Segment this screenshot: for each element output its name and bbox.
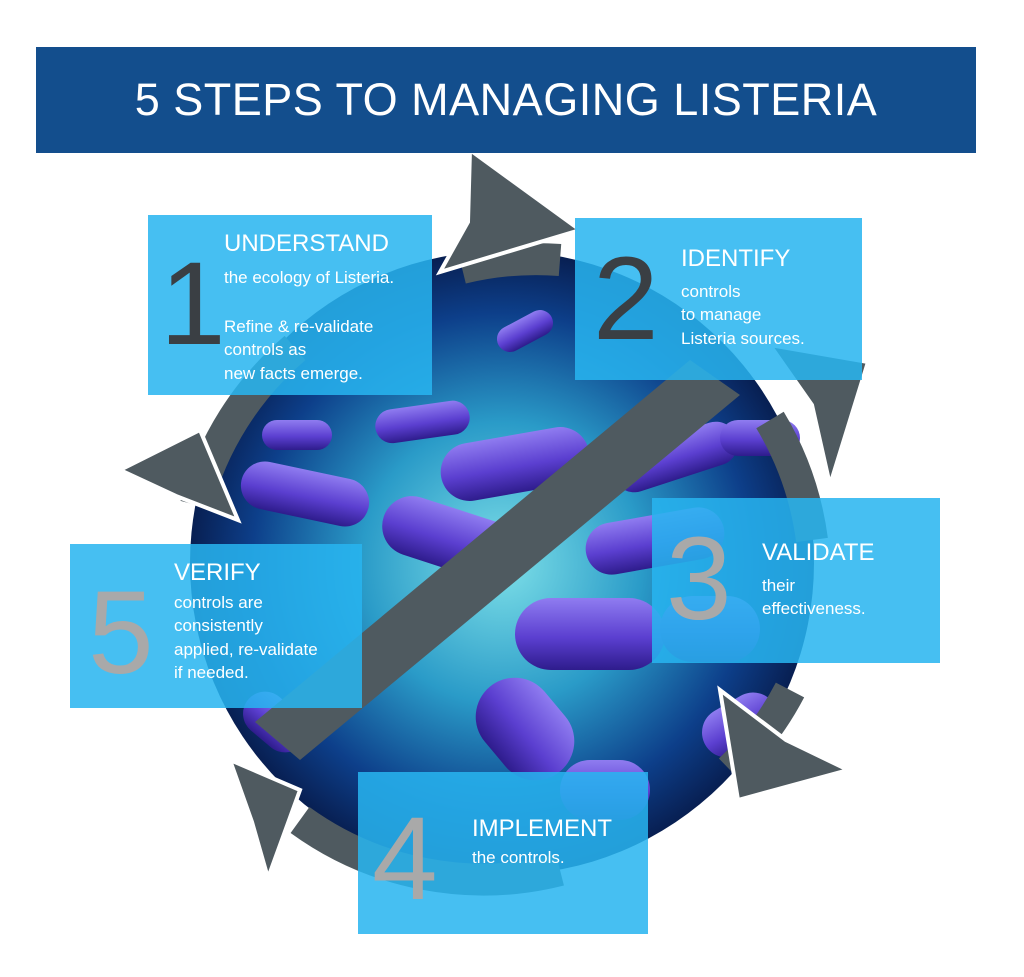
step-4-line: the controls. (472, 848, 565, 867)
step-3-heading: VALIDATE (762, 539, 875, 566)
step-1-note-line: controls as (224, 340, 307, 360)
step-4-description: the controls. (472, 846, 565, 869)
step-5-box: 5 VERIFY controls are consistently appli… (70, 544, 362, 708)
step-1-number: 1 (160, 238, 226, 370)
step-1-note: Refine & re-validate controls as new fac… (224, 315, 373, 385)
step-1-description: the ecology of Listeria. (224, 266, 394, 289)
step-1-note-line: Refine & re-validate (224, 317, 374, 336)
step-2-description: controls to manage Listeria sources. (681, 280, 805, 350)
arrowhead-to-step-4 (717, 685, 854, 803)
step-5-line: applied, re-validate (174, 639, 318, 659)
step-3-line: their (762, 576, 796, 595)
step-2-box: 2 IDENTIFY controls to manage Listeria s… (575, 218, 862, 380)
arrowheads (115, 146, 871, 885)
arrowhead-to-step-1 (115, 427, 242, 524)
step-2-line: Listeria sources. (681, 328, 805, 348)
title-banner: 5 STEPS TO MANAGING LISTERIA (36, 47, 976, 153)
step-1-heading: UNDERSTAND (224, 230, 389, 257)
arrowhead-to-step-2 (435, 146, 585, 276)
step-1-line: the ecology of Listeria. (224, 268, 395, 287)
arrowhead-to-step-5 (226, 756, 303, 885)
step-5-line: consistently (174, 616, 263, 636)
step-2-heading: IDENTIFY (681, 245, 791, 272)
step-5-heading: VERIFY (174, 559, 261, 586)
page-title: 5 STEPS TO MANAGING LISTERIA (134, 74, 878, 125)
step-2-line: controls (681, 282, 741, 301)
step-5-description: controls are consistently applied, re-va… (174, 591, 318, 685)
step-5-number: 5 (88, 567, 154, 699)
step-4-heading: IMPLEMENT (472, 815, 613, 842)
step-4-box: 4 IMPLEMENT the controls. (358, 772, 648, 934)
step-3-box: 3 VALIDATE their effectiveness. (652, 498, 940, 663)
step-3-line: effectiveness. (762, 599, 866, 619)
step-4-number: 4 (372, 793, 438, 925)
step-5-line: controls are (174, 593, 263, 612)
step-3-description: their effectiveness. (762, 574, 866, 621)
step-1-note-line: new facts emerge. (224, 363, 363, 383)
step-5-line: if needed. (174, 663, 249, 683)
step-2-line: to manage (681, 305, 762, 325)
step-1-box: 1 UNDERSTAND the ecology of Listeria. Re… (148, 215, 432, 395)
step-2-number: 2 (593, 233, 659, 365)
step-3-number: 3 (666, 513, 732, 645)
prohibition-slash (255, 360, 740, 760)
